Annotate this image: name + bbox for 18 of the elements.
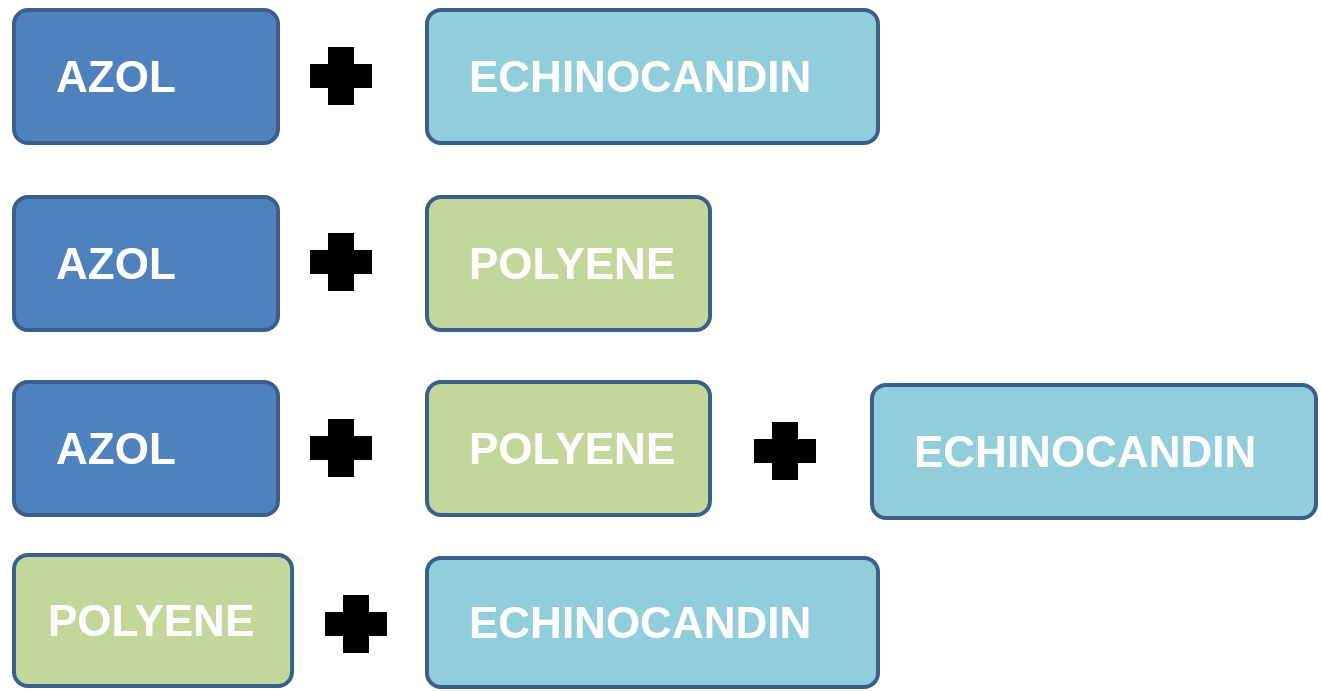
drug-class-box — [12, 553, 294, 688]
drug-class-box — [12, 195, 280, 332]
drug-class-label: POLYENE — [48, 595, 255, 646]
drug-class-box — [425, 195, 712, 332]
drug-class-label: AZOL — [56, 238, 176, 289]
drug-class-label: ECHINOCANDIN — [469, 597, 812, 648]
drug-class-box — [425, 380, 712, 517]
drug-class-label: ECHINOCANDIN — [914, 426, 1257, 477]
drug-class-box — [12, 380, 280, 517]
drug-class-label: ECHINOCANDIN — [469, 51, 812, 102]
drug-class-label: POLYENE — [469, 238, 676, 289]
drug-class-box — [870, 383, 1318, 520]
drug-class-box — [425, 8, 880, 145]
drug-class-label: AZOL — [56, 51, 176, 102]
drug-class-box — [12, 8, 280, 145]
drug-class-box — [425, 556, 880, 689]
drug-class-label: AZOL — [56, 423, 176, 474]
drug-class-label: POLYENE — [469, 423, 676, 474]
